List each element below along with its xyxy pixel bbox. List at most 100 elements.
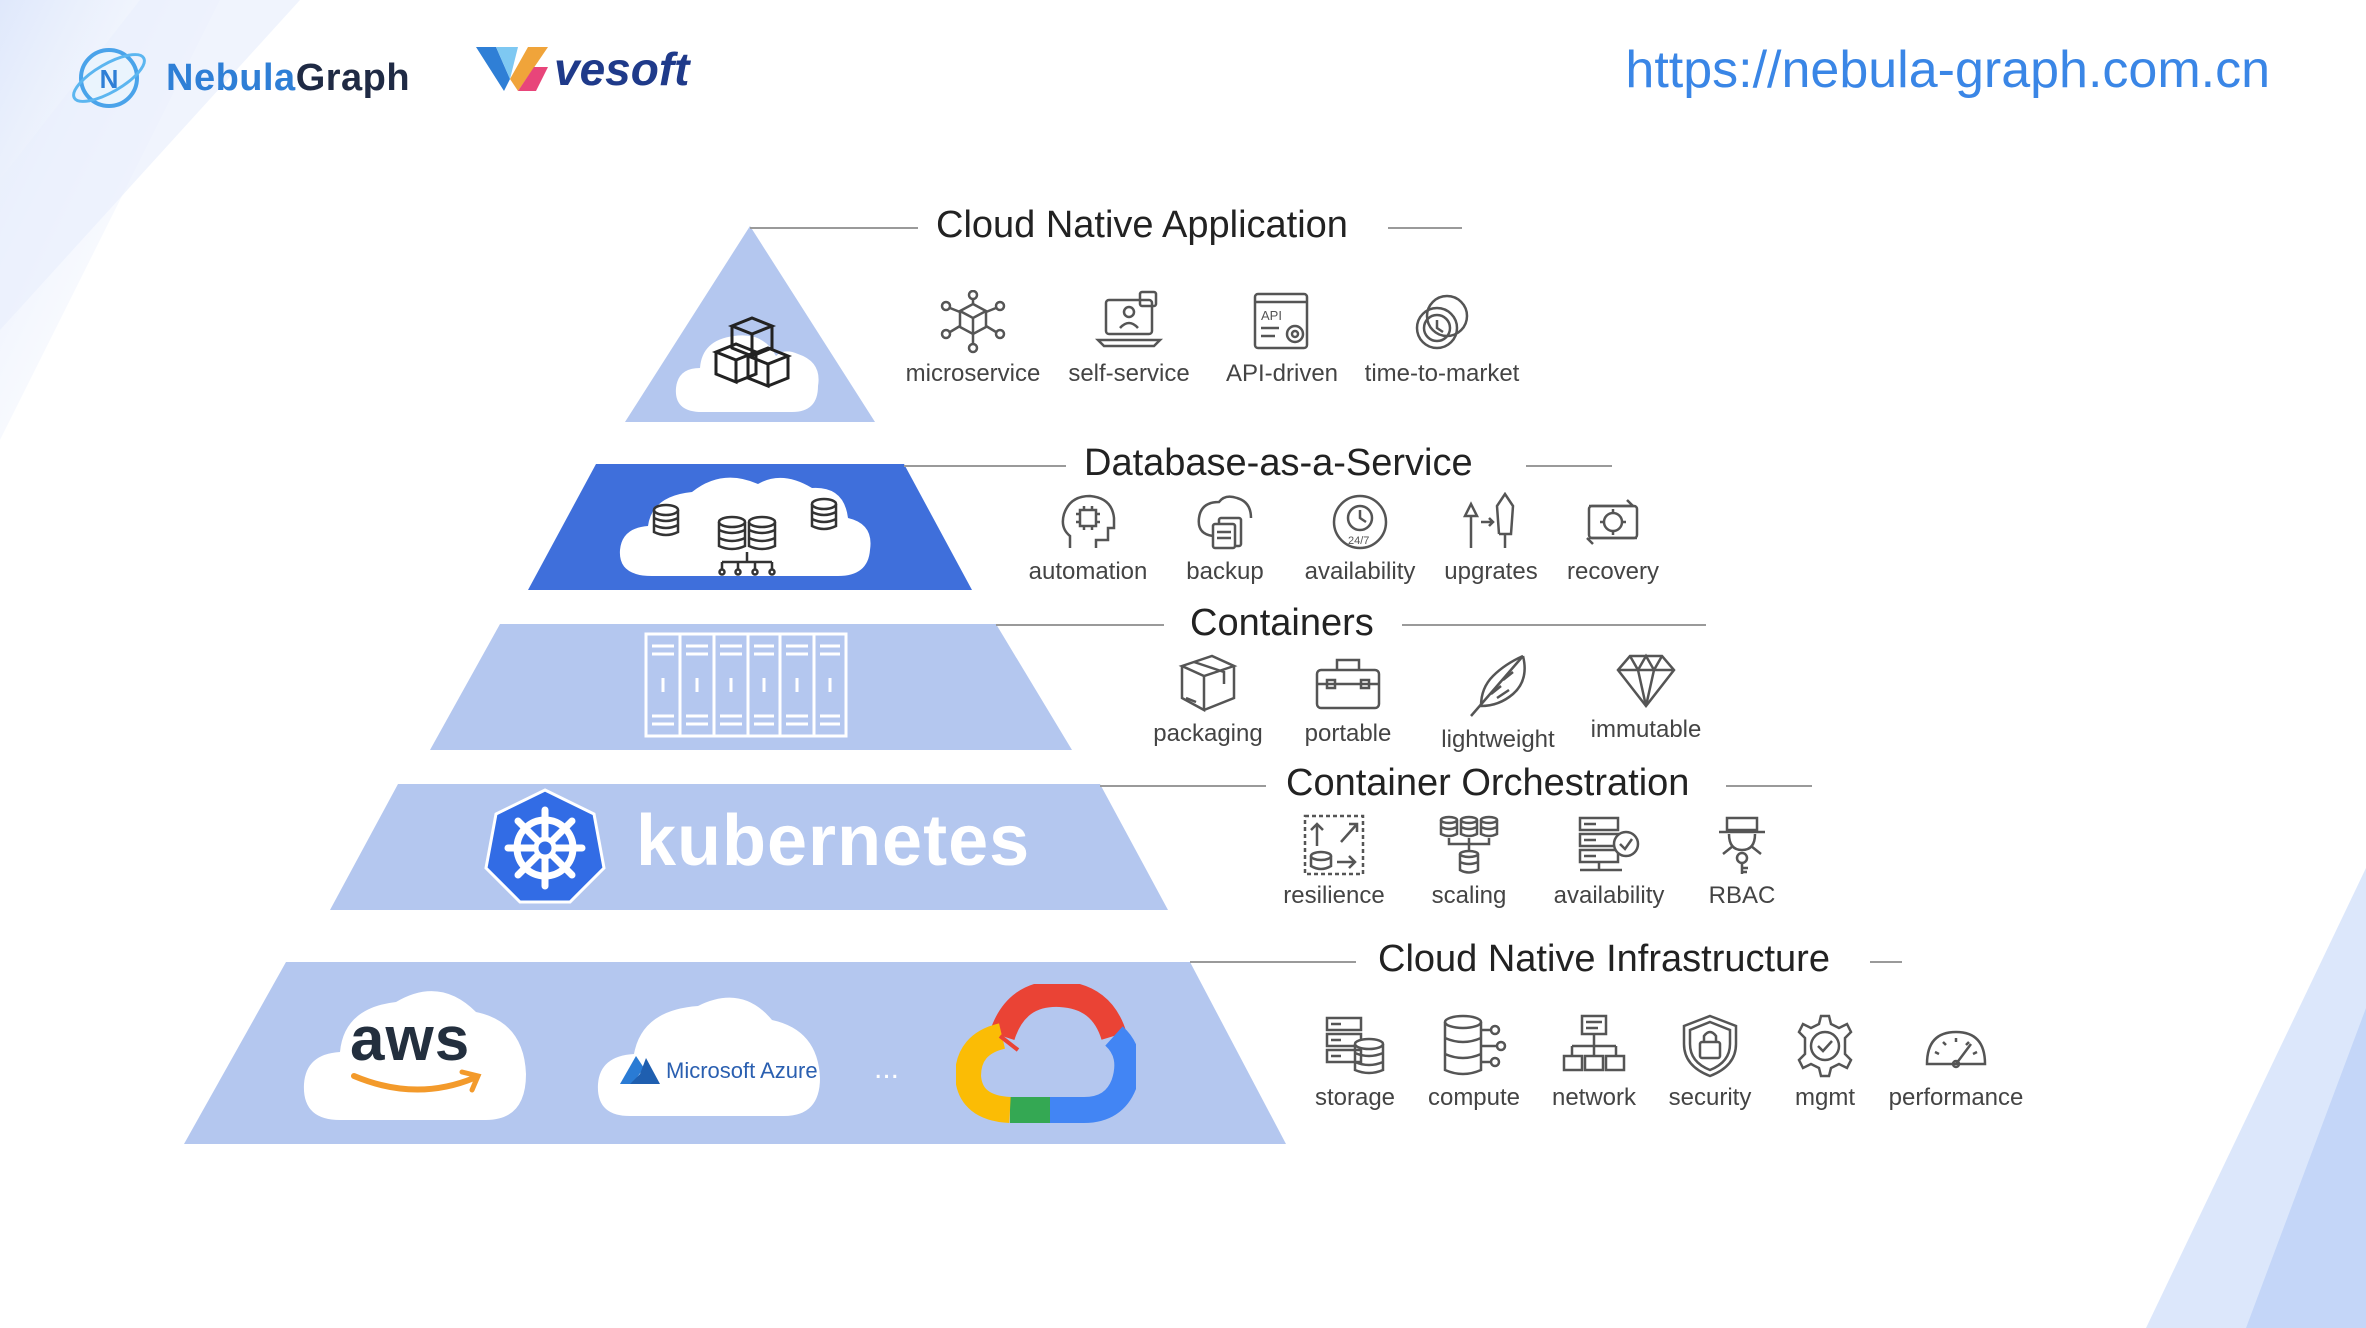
- tier-title-containers: Containers: [1190, 602, 1374, 644]
- feature-upgrades: upgrates: [1428, 492, 1554, 586]
- mgmt-icon: [1797, 1014, 1853, 1078]
- feature-lightweight: lightweight: [1418, 650, 1578, 754]
- feature-recovery: recovery: [1554, 492, 1672, 586]
- tier-title-dbaas: Database-as-a-Service: [1084, 442, 1473, 484]
- tier-orchestration-icons: resilience scaling availability RBAC: [1264, 814, 1800, 910]
- feature-self-service: self-service: [1046, 290, 1212, 388]
- azure-label: Microsoft Azure: [666, 1058, 818, 1083]
- feature-label: lightweight: [1441, 726, 1555, 753]
- feature-immutable: immutable: [1578, 650, 1714, 754]
- svg-text:API: API: [1261, 308, 1282, 323]
- feature-storage: storage: [1302, 1014, 1408, 1112]
- feature-resilience: resilience: [1264, 814, 1404, 910]
- google-cloud-icon: [956, 984, 1136, 1123]
- guide-line-dbaas-right: [1526, 465, 1612, 467]
- storage-icon: [1325, 1016, 1385, 1075]
- portable-icon: [1315, 658, 1381, 710]
- feature-label: time-to-market: [1364, 360, 1520, 387]
- guide-line-containers-right: [1402, 624, 1706, 626]
- feature-label: mgmt: [1795, 1084, 1855, 1111]
- feature-label: upgrates: [1444, 558, 1538, 585]
- more-providers-ellipsis: ...: [874, 1052, 900, 1085]
- guide-line-app-left: [750, 227, 918, 229]
- feature-label: microservice: [905, 360, 1041, 387]
- security-icon: [1682, 1014, 1738, 1078]
- feature-label: RBAC: [1708, 882, 1776, 909]
- performance-icon: [1925, 1030, 1987, 1069]
- feature-label: packaging: [1153, 720, 1263, 747]
- feature-label: automation: [1028, 558, 1148, 585]
- feature-label: API-driven: [1225, 360, 1339, 387]
- automation-icon: [1061, 494, 1116, 548]
- feature-label: resilience: [1283, 882, 1385, 909]
- scaling-icon: [1439, 815, 1499, 874]
- tier-app-icons: microservice self-service API API-driven…: [900, 290, 1532, 388]
- feature-availability-dbaas: 24/7 availability: [1292, 492, 1428, 586]
- lightweight-icon: [1470, 654, 1526, 717]
- brand-vesoft: vesoft: [554, 43, 690, 95]
- kubernetes-logo-icon: [484, 788, 606, 904]
- guide-line-containers-left: [996, 624, 1164, 626]
- feature-backup: backup: [1158, 492, 1292, 586]
- feature-api-driven: API API-driven: [1212, 290, 1352, 388]
- svg-text:N: N: [100, 64, 119, 94]
- vesoft-v-icon: [476, 47, 548, 91]
- website-url[interactable]: https://nebula-graph.com.cn: [1625, 41, 2270, 99]
- feature-label: backup: [1186, 558, 1264, 585]
- feature-rbac: RBAC: [1684, 814, 1800, 910]
- svg-text:24/7: 24/7: [1348, 535, 1369, 547]
- tier-title-application: Cloud Native Application: [936, 204, 1348, 246]
- feature-label: availability: [1553, 882, 1665, 909]
- feature-scaling: scaling: [1404, 814, 1534, 910]
- feature-label: immutable: [1590, 716, 1702, 743]
- feature-microservice: microservice: [900, 290, 1046, 388]
- self-service-icon: [1094, 290, 1164, 348]
- kubernetes-wordmark: kubernetes: [636, 801, 1031, 881]
- feature-mgmt: mgmt: [1772, 1014, 1878, 1112]
- aws-label: aws: [350, 1005, 471, 1074]
- recovery-icon: [1586, 499, 1639, 545]
- feature-packaging: packaging: [1138, 650, 1278, 754]
- guide-line-app-right: [1388, 227, 1462, 229]
- network-icon: [1562, 1014, 1626, 1072]
- availability-24-7-icon: 24/7: [1332, 494, 1388, 550]
- guide-line-infra-right: [1870, 961, 1902, 963]
- feature-label: compute: [1427, 1084, 1521, 1111]
- feature-portable: portable: [1278, 650, 1418, 754]
- nebula-planet-icon: N: [72, 48, 146, 108]
- compute-icon: [1443, 1014, 1507, 1076]
- resilience-icon: [1303, 814, 1365, 876]
- cloud-databases-icon: [619, 477, 871, 576]
- tier-dbaas-icons: automation backup 24/7 availability upgr…: [1018, 492, 1672, 586]
- feature-label: portable: [1304, 720, 1392, 747]
- guide-line-infra-left: [1190, 961, 1356, 963]
- guide-line-orch-right: [1726, 785, 1812, 787]
- container-racks-icon: [644, 632, 848, 738]
- feature-label: storage: [1314, 1084, 1396, 1111]
- feature-automation: automation: [1018, 492, 1158, 586]
- guide-line-dbaas-left: [904, 465, 1066, 467]
- time-to-market-icon: [1415, 294, 1469, 350]
- tier-containers-shape: [430, 624, 1072, 750]
- feature-label: network: [1551, 1084, 1637, 1111]
- tier-title-orchestration: Container Orchestration: [1286, 762, 1690, 804]
- aws-smile-icon: [351, 1069, 482, 1093]
- feature-performance: performance: [1878, 1014, 2034, 1112]
- api-driven-icon: API: [1253, 292, 1309, 350]
- azure-logo-icon: [620, 1056, 660, 1084]
- feature-network: network: [1540, 1014, 1648, 1112]
- feature-time-to-market: time-to-market: [1352, 290, 1532, 388]
- vesoft-logo: vesoft: [474, 42, 689, 96]
- rbac-icon: [1719, 816, 1765, 874]
- guide-line-orch-left: [1100, 785, 1266, 787]
- feature-security: security: [1648, 1014, 1772, 1112]
- feature-label: self-service: [1068, 360, 1190, 387]
- feature-label: availability: [1304, 558, 1416, 585]
- feature-label: recovery: [1566, 558, 1660, 585]
- feature-label: security: [1668, 1084, 1752, 1111]
- tier-infra-icons: storage compute network security mgmt: [1302, 1014, 2034, 1112]
- tier-title-infrastructure: Cloud Native Infrastructure: [1378, 938, 1830, 980]
- microservice-icon: [940, 290, 1006, 354]
- upgrades-icon: [1462, 492, 1515, 548]
- brand-graph: Graph: [295, 56, 411, 99]
